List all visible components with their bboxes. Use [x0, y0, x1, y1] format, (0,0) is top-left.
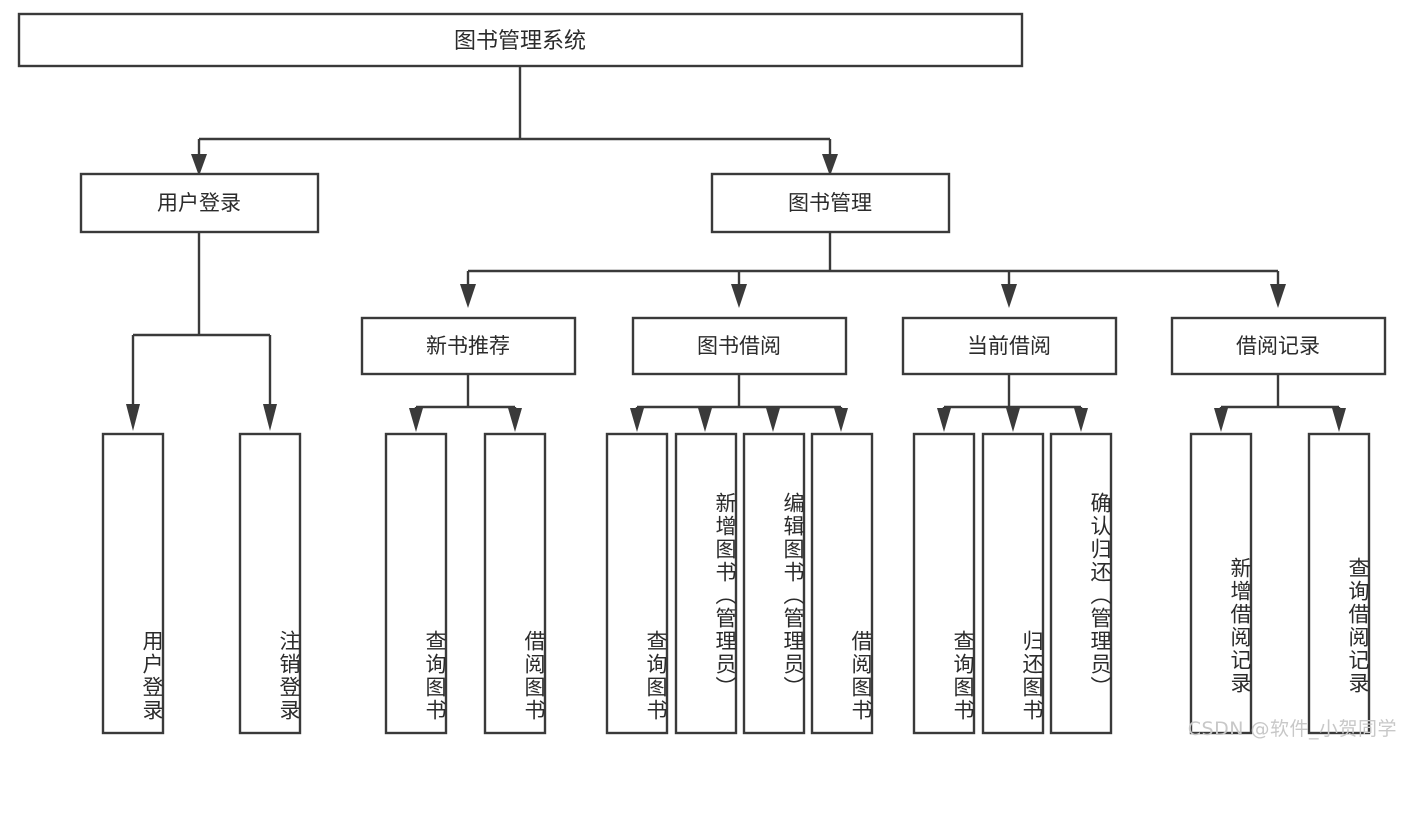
arrowhead-leaf-borrow-book-2 — [834, 408, 848, 432]
node-borrow-records[interactable]: 借阅记录 — [1170, 316, 1387, 376]
node-leaf-borrow-book-2[interactable] — [810, 432, 874, 735]
node-user-login-label: 用户登录 — [157, 191, 241, 215]
node-book-management-label: 图书管理 — [788, 191, 872, 215]
arrowhead-leaf-add-record — [1214, 408, 1228, 432]
arrowhead-leaf-confirm-return — [1074, 408, 1088, 432]
arrowhead-leaf-query-book-3 — [937, 408, 951, 432]
arrowhead-leaf-query-record — [1332, 408, 1346, 432]
arrowhead-leaf-user-login — [126, 404, 140, 431]
arrowhead-book-mgmt — [822, 154, 838, 176]
watermark-text: CSDN @软件_小贺同学 — [1187, 718, 1397, 740]
node-current-borrow-label: 当前借阅 — [967, 334, 1051, 358]
node-leaf-borrow-book-1[interactable] — [483, 432, 547, 735]
arrowhead-new-book-recommend — [460, 284, 476, 308]
node-borrow-records-label: 借阅记录 — [1236, 334, 1320, 358]
diagram-canvas: 图书管理系统 用户登录 图书管理 新书推荐 图书借阅 — [17, 12, 1397, 740]
arrowhead-leaf-query-book-1 — [409, 408, 423, 432]
arrowhead-borrow-records — [1270, 284, 1286, 308]
arrowhead-leaf-query-book-2 — [630, 408, 644, 432]
arrowhead-user-login — [191, 154, 207, 176]
node-leaf-query-book-2[interactable] — [605, 432, 669, 735]
node-leaf-query-book-3[interactable] — [912, 432, 976, 735]
node-leaf-edit-book[interactable] — [742, 432, 806, 735]
node-book-borrow[interactable]: 图书借阅 — [631, 316, 848, 376]
hierarchy-diagram: 图书管理系统 用户登录 图书管理 新书推荐 图书借阅 — [17, 12, 1387, 735]
arrowhead-book-borrow — [731, 284, 747, 308]
node-book-borrow-label: 图书借阅 — [697, 334, 781, 358]
arrowhead-leaf-borrow-book-1 — [508, 408, 522, 432]
node-leaf-return-book[interactable] — [981, 432, 1045, 735]
node-leaf-query-book-1[interactable] — [384, 432, 448, 735]
node-leaf-user-logout[interactable] — [238, 432, 302, 735]
node-layer: 图书管理系统 用户登录 图书管理 新书推荐 图书借阅 — [17, 12, 1387, 735]
node-leaf-add-record[interactable] — [1189, 432, 1253, 735]
arrowhead-leaf-user-logout — [263, 404, 277, 431]
node-leaf-query-record[interactable] — [1307, 432, 1371, 735]
node-leaf-confirm-return[interactable] — [1049, 432, 1113, 735]
node-current-borrow[interactable]: 当前借阅 — [901, 316, 1118, 376]
arrowhead-leaf-return-book — [1006, 408, 1020, 432]
arrowhead-leaf-add-book — [698, 408, 712, 432]
node-root-label: 图书管理系统 — [454, 29, 586, 54]
node-new-book-recommend-label: 新书推荐 — [426, 334, 510, 358]
arrowhead-leaf-edit-book — [766, 408, 780, 432]
connector-layer — [126, 66, 1346, 432]
node-leaf-user-login[interactable] — [101, 432, 165, 735]
node-new-book-recommend[interactable]: 新书推荐 — [360, 316, 577, 376]
node-user-login[interactable]: 用户登录 — [79, 172, 320, 234]
node-leaf-add-book[interactable] — [674, 432, 738, 735]
arrowhead-current-borrow — [1001, 284, 1017, 308]
node-root[interactable]: 图书管理系统 — [17, 12, 1024, 68]
node-book-management[interactable]: 图书管理 — [710, 172, 951, 234]
